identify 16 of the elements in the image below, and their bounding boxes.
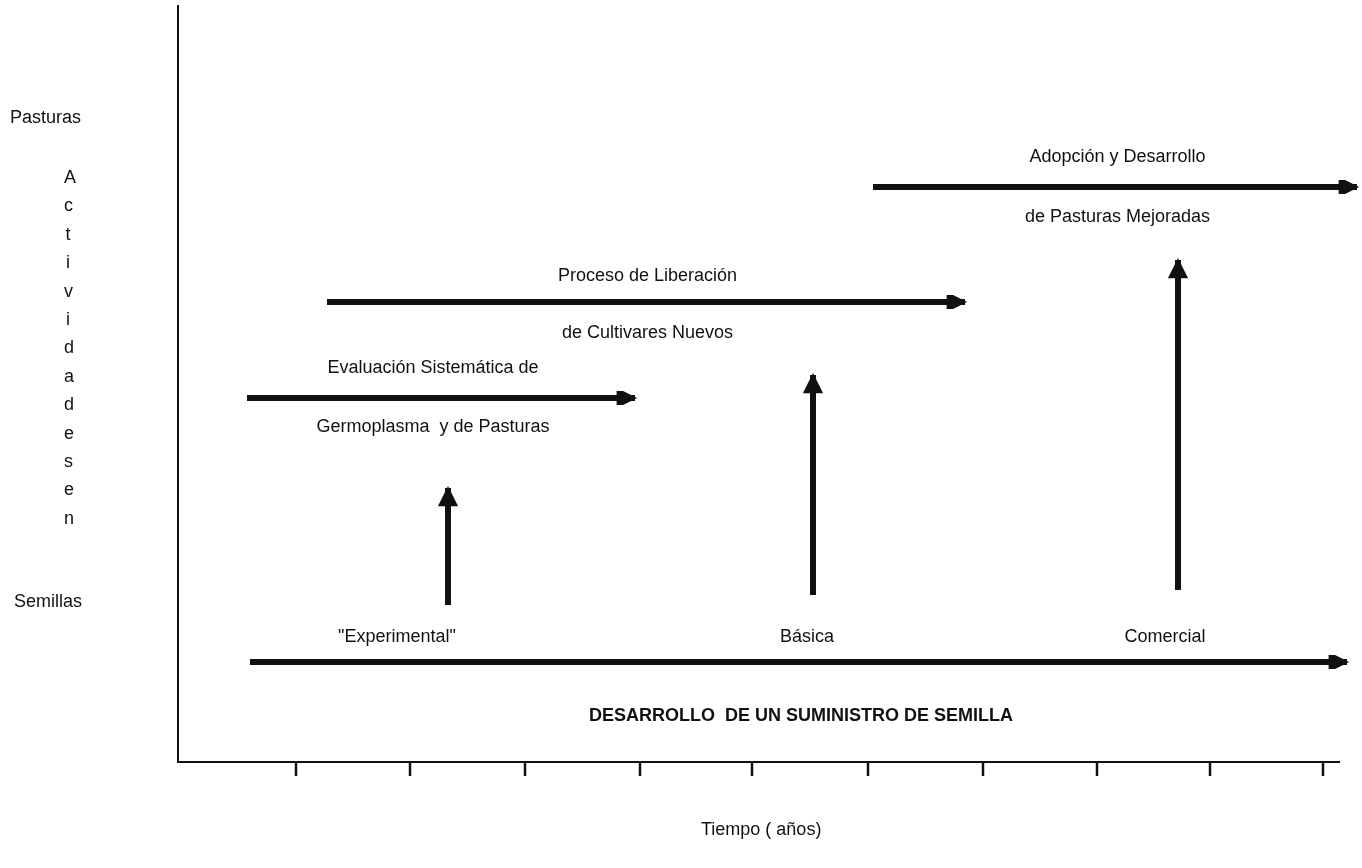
activity-label: Germoplasma y de Pasturas [316, 415, 550, 437]
stage-label: Básica [780, 625, 834, 647]
axis-label: Semillas [14, 590, 83, 612]
activity-label: de Pasturas Mejoradas [1024, 205, 1211, 227]
arrow [1167, 257, 1189, 590]
stage-label: Comercial [1124, 625, 1206, 647]
arrow [802, 372, 824, 595]
activity-label: de Cultivares Nuevos [561, 321, 734, 343]
arrow [437, 485, 459, 605]
process-heading: DESARROLLO DE UN SUMINISTRO DE SEMILLA [589, 704, 1013, 726]
axis-label: Pasturas [10, 106, 82, 128]
stage-label: "Experimental" [338, 625, 456, 647]
axis-title: Tiempo ( años) [701, 818, 822, 840]
activity-label: Proceso de Liberación [557, 264, 738, 286]
activity-label: Evaluación Sistemática de [327, 356, 539, 378]
activity-label: Adopción y Desarrollo [1029, 145, 1206, 167]
